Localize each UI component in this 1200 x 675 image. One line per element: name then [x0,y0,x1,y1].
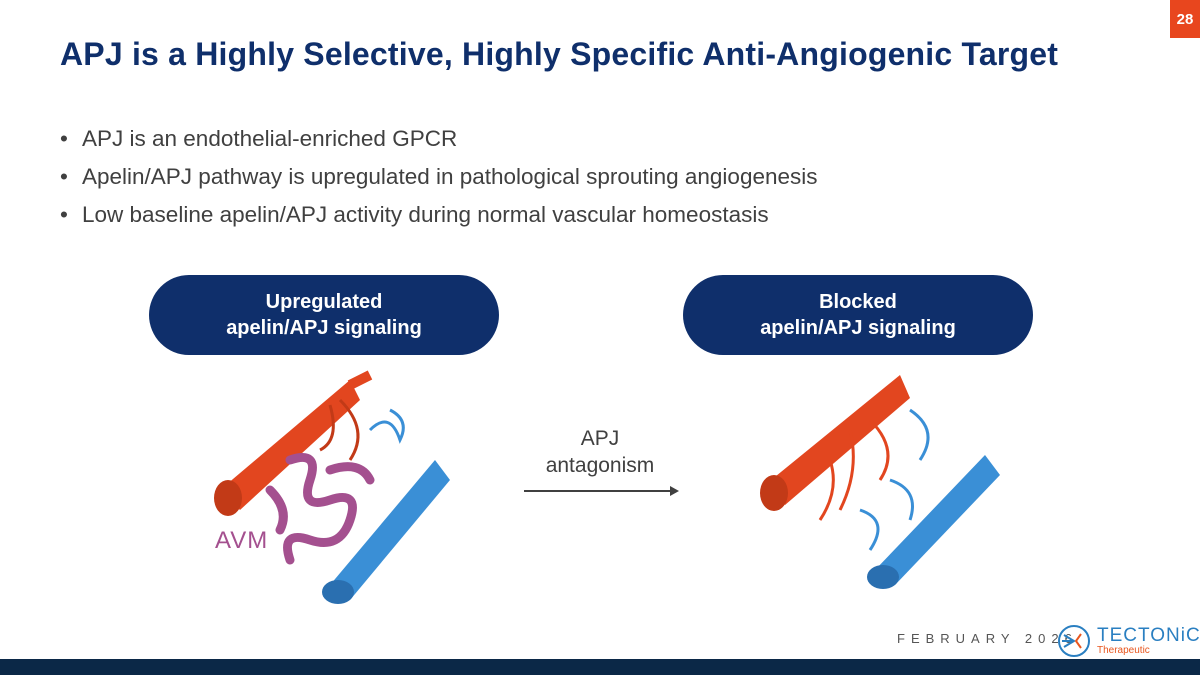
arrow-line: APJ [580,427,620,450]
presentation-date: FEBRUARY 2026 [897,631,1078,646]
arrow-line: antagonism [545,454,655,477]
avm-vessel-illustration [214,370,450,604]
logo-name: TECTONiC [1097,624,1200,646]
page-number: 28 [1170,0,1200,38]
pill-line: Upregulated [265,291,383,313]
pill-line: Blocked [819,291,897,313]
apj-antagonism-label: APJ antagonism [520,425,680,479]
blocked-signaling-label: Blocked apelin/APJ signaling [683,275,1033,355]
bullet-item: Apelin/APJ pathway is upregulated in pat… [60,164,818,190]
logo-subtitle: Therapeutic [1097,644,1150,656]
footer-bar [0,659,1200,675]
right-arrow-icon [524,486,679,496]
bullet-item: APJ is an endothelial-enriched GPCR [60,126,818,152]
bullet-list: APJ is an endothelial-enriched GPCR Apel… [60,126,818,240]
slide-title: APJ is a Highly Selective, Highly Specif… [60,36,1059,72]
logo-mark-icon [1058,625,1090,657]
upregulated-signaling-label: Upregulated apelin/APJ signaling [149,275,499,355]
bullet-item: Low baseline apelin/APJ activity during … [60,202,818,228]
normal-vessel-illustration [760,375,1000,589]
pill-line: apelin/APJ signaling [226,317,422,339]
pill-line: apelin/APJ signaling [760,317,956,339]
avm-label: AVM [215,527,269,554]
company-logo: TECTONiC Therapeutic [1057,624,1200,658]
